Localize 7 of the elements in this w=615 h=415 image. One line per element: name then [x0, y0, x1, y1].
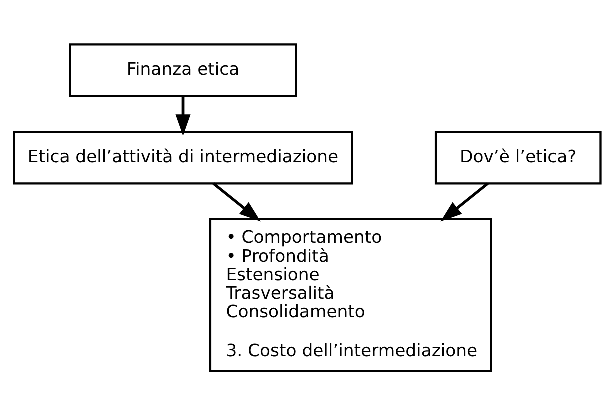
arrow	[440, 182, 489, 222]
node-box: Dov’è l’etica?	[434, 130, 602, 184]
arrow	[176, 96, 191, 136]
node-box: • Comportamento • Profondità Estensione Trasversalità Consolidamento 3. Costo dell’intermediazione	[209, 218, 492, 372]
node-box: Etica dell’attività di intermediazione	[13, 130, 354, 184]
node-box: Finanza etica	[69, 43, 298, 97]
arrow	[212, 182, 261, 222]
